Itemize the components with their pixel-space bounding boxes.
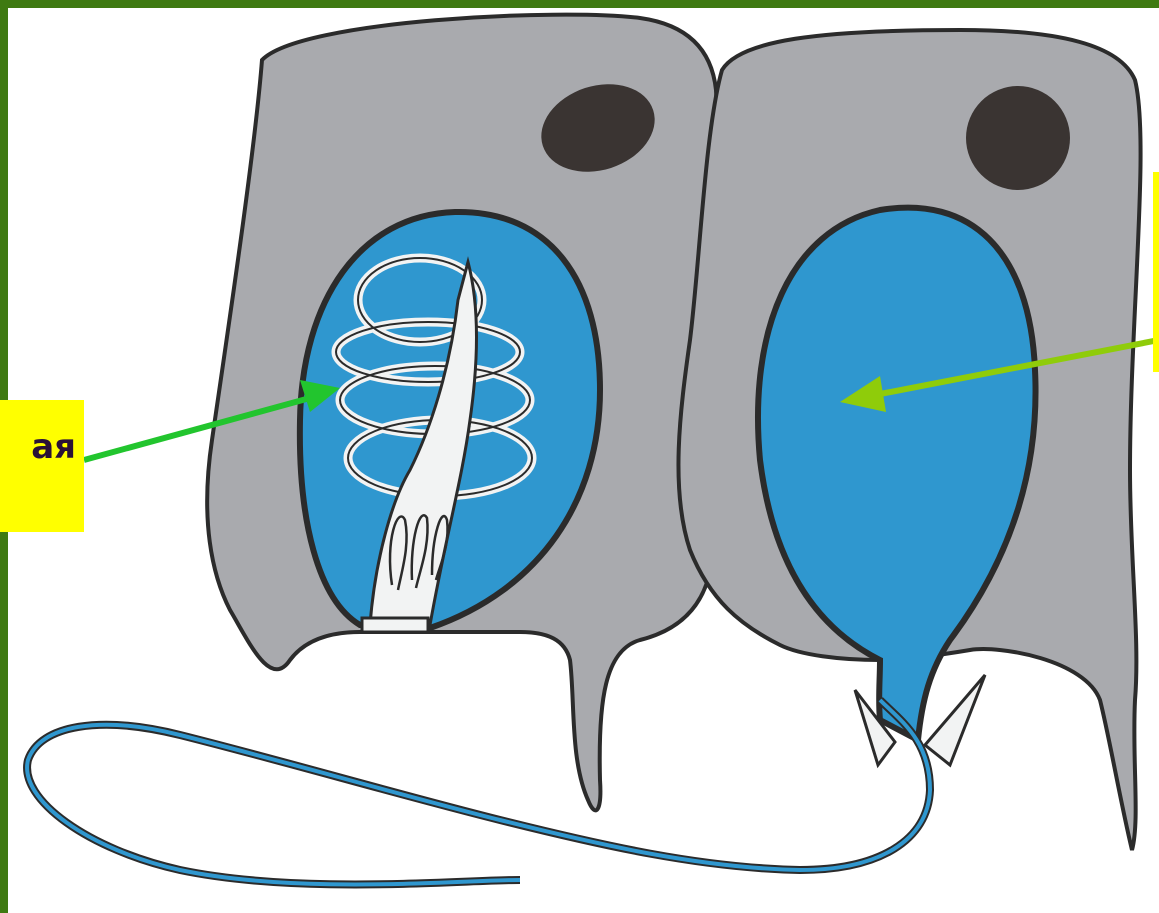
left-label-box: ая bbox=[0, 400, 84, 532]
barb-right bbox=[925, 675, 985, 765]
right-label-box bbox=[1153, 172, 1159, 372]
right-capsule bbox=[758, 208, 1036, 740]
right-nucleus bbox=[966, 86, 1070, 190]
left-label-text: ая bbox=[0, 428, 84, 466]
discharged-thread bbox=[27, 700, 930, 884]
capsule-lid bbox=[362, 618, 428, 632]
